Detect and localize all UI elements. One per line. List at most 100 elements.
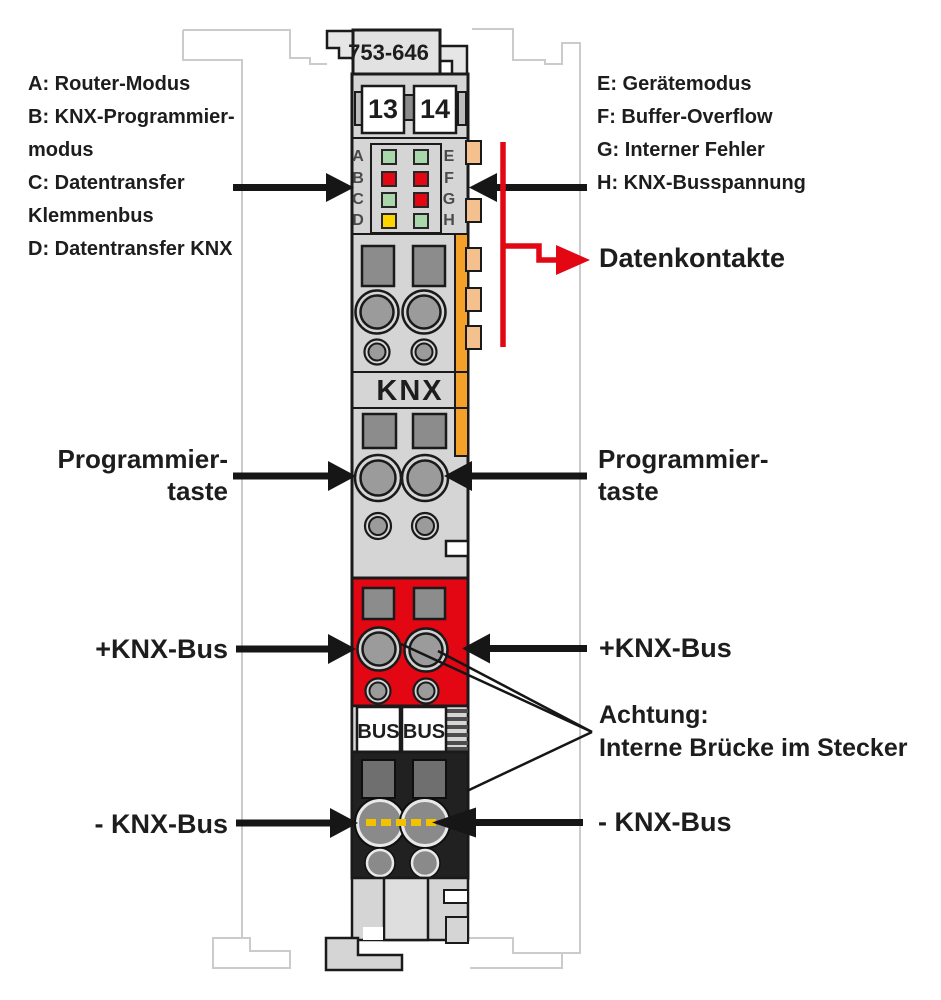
programmier-left-line-1: Programmier- bbox=[57, 444, 229, 474]
part-number-plate bbox=[351, 28, 442, 76]
data-contact-tab bbox=[465, 198, 482, 223]
bus-label-right: BUS bbox=[402, 721, 446, 743]
plus-conductor-slot bbox=[412, 586, 447, 621]
terminal-side-tab-right bbox=[457, 91, 467, 126]
led-letter-F: F bbox=[444, 170, 454, 187]
programmier-taste-label-left: Programmier- taste bbox=[0, 443, 229, 507]
rail-latch-foot bbox=[324, 936, 404, 972]
minus-clamp-opening bbox=[356, 799, 404, 847]
knx-clamp-opening-inner bbox=[406, 294, 442, 330]
neighbor-outline-foot-left bbox=[212, 937, 291, 969]
neighbor-module-outlines bbox=[182, 28, 581, 969]
led-F bbox=[413, 171, 429, 187]
programmier-right-line-1: Programmier- bbox=[598, 444, 769, 474]
plus-conductor-slot bbox=[361, 586, 396, 621]
bus-label-left: BUS bbox=[357, 721, 400, 743]
minus-knx-bus-label-left: - KNX-Bus bbox=[94, 809, 229, 839]
part-number-label: 753-646 bbox=[348, 40, 429, 65]
callout-arrows bbox=[233, 173, 587, 838]
plus-clamp-opening-inner bbox=[361, 631, 397, 667]
plus-test-opening-inner bbox=[416, 681, 436, 701]
led-legend-left: A: Router-Modus B: KNX-Programmier- modu… bbox=[28, 68, 235, 266]
led-letter-D: D bbox=[352, 212, 364, 229]
knx-clamp-opening-inner bbox=[359, 294, 395, 330]
led-arrow-left bbox=[233, 173, 354, 202]
knx-conductor-slot bbox=[360, 244, 396, 288]
programming-arrow-left bbox=[233, 461, 356, 491]
terminal-plate-14 bbox=[412, 84, 458, 135]
module-head-step bbox=[438, 44, 469, 76]
led-letter-B: B bbox=[352, 170, 364, 187]
terminal-plate-13 bbox=[360, 84, 406, 135]
terminal-14-label: 14 bbox=[419, 94, 451, 124]
knx-test-opening-inner bbox=[414, 342, 434, 362]
neighbor-outline-top-left bbox=[183, 29, 327, 65]
datenkontakte-callout bbox=[500, 142, 590, 347]
achtung-note: Achtung: Interne Brücke im Stecker bbox=[599, 699, 907, 765]
plus-knx-arrow-right bbox=[462, 633, 587, 664]
legend-left-line-3: modus bbox=[28, 139, 94, 161]
bus-plate-left bbox=[355, 705, 402, 757]
side-notch bbox=[444, 539, 470, 558]
datenkontakte-arrowhead bbox=[556, 245, 590, 275]
legend-left-line-5: Klemmenbus bbox=[28, 205, 154, 227]
minus-conductor-slot bbox=[412, 759, 447, 799]
prog-test-opening-inner bbox=[415, 516, 435, 536]
mounting-foot-gap bbox=[363, 927, 383, 940]
programmier-taste-label-right: Programmier- taste bbox=[598, 443, 769, 507]
mounting-foot-tab bbox=[382, 876, 430, 942]
plus-knx-bus-label-left: +KNX-Bus bbox=[95, 634, 228, 664]
minus-conductor-slot bbox=[361, 759, 396, 799]
data-contact-tab bbox=[465, 287, 482, 312]
legend-left-line-2: B: KNX-Programmier- bbox=[28, 106, 235, 128]
minus-knx-arrow-right bbox=[432, 807, 583, 838]
programmier-left-line-2: taste bbox=[167, 476, 228, 506]
plus-knx-arrow-left bbox=[236, 634, 356, 664]
minus-knx-bus-label-right: - KNX-Bus bbox=[598, 807, 732, 837]
led-letter-H: H bbox=[443, 212, 455, 229]
neighbor-outline-top-right bbox=[472, 28, 581, 880]
achtung-pointer-lines bbox=[400, 642, 593, 793]
achtung-line-2: Interne Brücke im Stecker bbox=[599, 734, 908, 762]
led-C bbox=[381, 192, 397, 208]
programming-arrow-right bbox=[444, 461, 587, 491]
legend-left-line-6: D: Datentransfer KNX bbox=[28, 238, 233, 260]
terminal-13-label: 13 bbox=[367, 94, 399, 124]
mounting-foot-step bbox=[445, 916, 469, 944]
knx-test-opening-inner bbox=[367, 342, 387, 362]
led-legend-right: E: Gerätemodus F: Buffer-Overflow G: Int… bbox=[597, 67, 806, 199]
internal-bridge-dashes bbox=[366, 819, 436, 826]
achtung-line-to-plus-right bbox=[437, 649, 593, 734]
led-G bbox=[413, 192, 429, 208]
programming-button-inner bbox=[406, 459, 444, 497]
legend-left-line-1: A: Router-Modus bbox=[28, 73, 191, 95]
led-H bbox=[413, 213, 429, 229]
led-letter-A: A bbox=[352, 148, 364, 165]
datenkontakte-label: Datenkontakte bbox=[599, 243, 786, 273]
minus-knx-arrow-left bbox=[236, 808, 358, 838]
datenkontakte-elbow bbox=[503, 243, 557, 263]
achtung-line-to-plus-left bbox=[400, 642, 593, 734]
led-E bbox=[413, 149, 429, 165]
led-arrow-right bbox=[469, 173, 587, 202]
led-B bbox=[381, 171, 397, 187]
neighbor-outline-foot-right-step bbox=[468, 937, 562, 954]
mounting-foot-notch bbox=[443, 889, 469, 904]
minus-test-opening bbox=[410, 848, 440, 878]
led-A bbox=[381, 149, 397, 165]
plus-knx-bus-label-right: +KNX-Bus bbox=[599, 633, 732, 663]
led-letter-G: G bbox=[442, 191, 456, 208]
data-contact-tab bbox=[465, 247, 482, 272]
programmier-right-line-2: taste bbox=[598, 476, 659, 506]
legend-right-line-2: F: Buffer-Overflow bbox=[597, 106, 773, 128]
plus-test-opening-inner bbox=[368, 681, 388, 701]
bus-plate-right bbox=[400, 705, 448, 757]
prog-conductor-slot bbox=[361, 412, 398, 450]
neighbor-outline-left-vertical bbox=[182, 30, 243, 938]
led-letter-C: C bbox=[352, 191, 364, 208]
data-contact-tabs bbox=[465, 140, 482, 350]
prog-conductor-slot bbox=[411, 412, 448, 450]
neighbor-outline-foot-right bbox=[470, 880, 581, 969]
